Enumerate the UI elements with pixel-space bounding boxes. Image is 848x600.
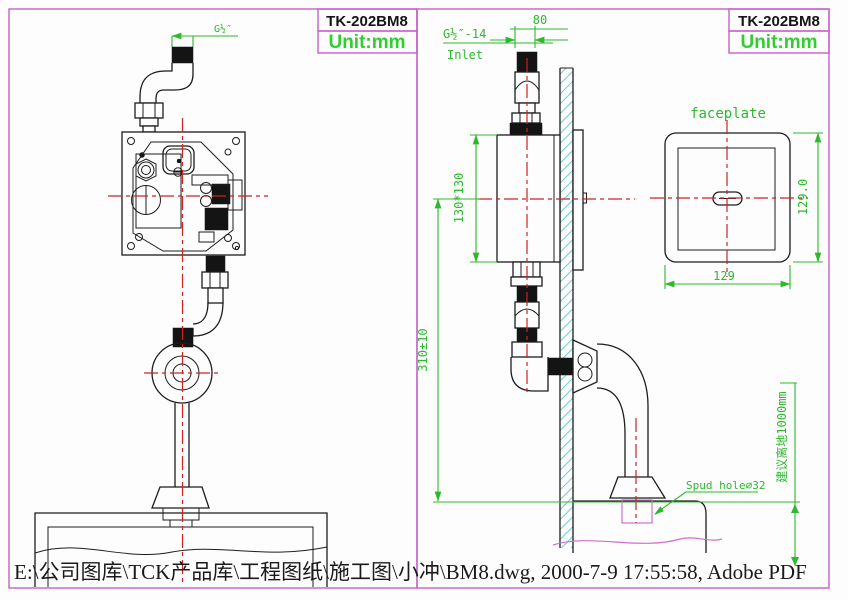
- right-unit-box: [728, 30, 830, 54]
- spud-hole: [621, 499, 653, 524]
- faceplate-label: faceplate: [690, 106, 766, 122]
- right-unit-label: Unit:mm: [740, 32, 817, 53]
- front-centerlines: [108, 118, 268, 585]
- side-view: G½″-14 Inlet 80 130*130 310±10 Spud hole…: [416, 13, 800, 566]
- left-unit-box: [317, 30, 418, 54]
- side-fixture: [552, 499, 723, 553]
- inlet-label: Inlet: [447, 48, 483, 62]
- sensor-window: [162, 145, 195, 177]
- front-view: G½″: [34, 23, 328, 587]
- dim-box-label: 130*130: [452, 173, 466, 224]
- fixture-outline: [34, 512, 328, 587]
- side-thread-label: G½″-14: [443, 27, 486, 41]
- faceplate-dims: 129.0 129: [664, 132, 823, 289]
- solenoid-group: [131, 153, 182, 229]
- outlet-pipe: [172, 255, 229, 348]
- spud-label: Spud hole∅32: [686, 479, 765, 492]
- front-thread-label: G½″: [214, 23, 232, 35]
- side-centerlines: [478, 58, 637, 523]
- valve-body: [191, 174, 243, 243]
- wall-section: [559, 67, 574, 553]
- dim-80-label: 80: [533, 13, 547, 27]
- left-model-label: TK-202BM8: [326, 13, 408, 30]
- left-unit-label: Unit:mm: [328, 32, 405, 53]
- right-model-label: TK-202BM8: [738, 13, 820, 30]
- inlet-nut: [134, 102, 164, 119]
- inlet-thread: [171, 46, 194, 64]
- floor-note-label: 建议离地1000mm: [774, 391, 789, 482]
- file-path-text: E:\公司图库\TCK产品库\工程图纸\施工图\小冲\BM8.dwg, 2000…: [14, 560, 807, 584]
- plate-inner-outline: [132, 141, 234, 252]
- faceplate-view: faceplate 129.0 129: [650, 106, 823, 289]
- faceplate-dim-width: 129: [713, 269, 735, 283]
- down-pipe: [151, 403, 210, 528]
- side-annotations: G½″-14 Inlet 80 130*130 310±10 Spud hole…: [416, 13, 800, 566]
- faceplate-centerlines: [650, 120, 808, 277]
- front-inlet-thread-dim: G½″: [171, 23, 238, 47]
- room-side-pipe: [572, 338, 667, 499]
- faceplate-side: [572, 129, 584, 271]
- right-panel-border: [416, 8, 830, 589]
- side-inlet-stack: [509, 51, 543, 136]
- panel-borders: TK-202BM8 Unit:mm TK-202BM8 Unit:mm: [8, 8, 830, 589]
- faceplate-dim-height: 129.0: [796, 179, 810, 215]
- dim-height-label: 310±10: [416, 328, 430, 371]
